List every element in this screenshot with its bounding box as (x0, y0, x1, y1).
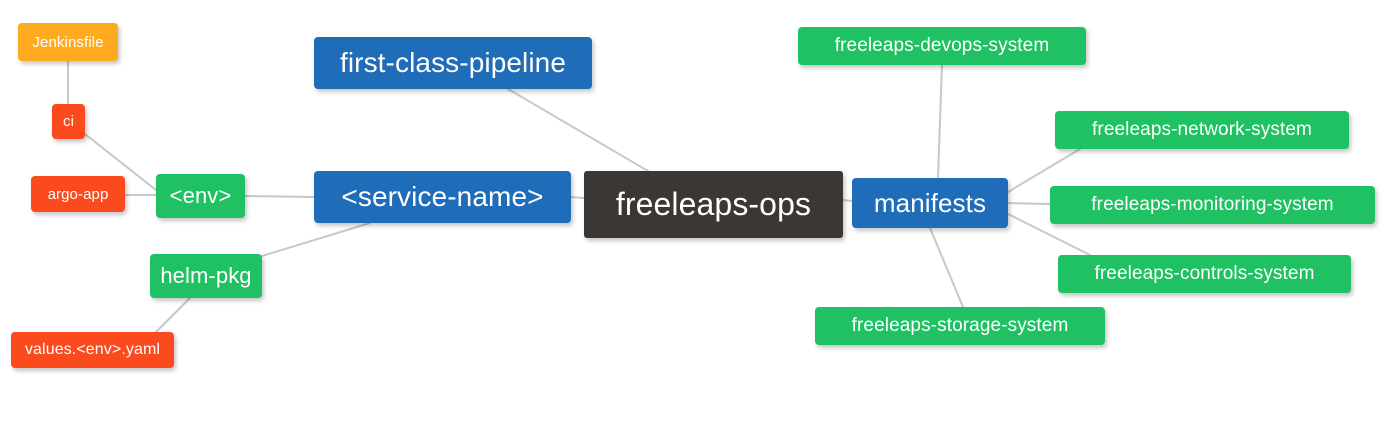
node-devops-sys[interactable]: freeleaps-devops-system (798, 27, 1086, 65)
node-env[interactable]: <env> (156, 174, 245, 218)
node-controls-sys[interactable]: freeleaps-controls-system (1058, 255, 1351, 293)
edge-helm-pkg-to-service-name (261, 222, 371, 257)
edge-ci-to-env (84, 133, 157, 191)
edge-manifests-to-network-sys (1007, 148, 1081, 193)
node-label: values.<env>.yaml (24, 341, 161, 358)
node-network-sys[interactable]: freeleaps-network-system (1055, 111, 1349, 149)
node-service-name[interactable]: <service-name> (314, 171, 571, 223)
edge-values-yaml-to-helm-pkg (155, 297, 191, 333)
node-label: manifests (873, 187, 987, 218)
node-label: freeleaps-ops (615, 186, 812, 222)
node-label: Jenkinsfile (32, 33, 104, 51)
edge-service-name-to-freeleaps-ops (570, 196, 585, 199)
node-label: freeleaps-devops-system (834, 35, 1050, 56)
node-label: ci (62, 113, 75, 130)
node-label: <service-name> (341, 181, 544, 212)
node-label: freeleaps-monitoring-system (1091, 194, 1334, 215)
node-first-class[interactable]: first-class-pipeline (314, 37, 592, 89)
node-values-yaml[interactable]: values.<env>.yaml (11, 332, 174, 368)
node-storage-sys[interactable]: freeleaps-storage-system (815, 307, 1105, 345)
node-jenkinsfile[interactable]: Jenkinsfile (18, 23, 118, 61)
node-freeleaps-ops[interactable]: freeleaps-ops (584, 171, 843, 238)
edge-freeleaps-ops-to-manifests (842, 199, 853, 202)
node-label: argo-app (47, 185, 109, 203)
node-monitoring-sys[interactable]: freeleaps-monitoring-system (1050, 186, 1375, 224)
edge-first-class-to-freeleaps-ops (507, 88, 649, 172)
node-manifests[interactable]: manifests (852, 178, 1008, 228)
edge-env-to-service-name (244, 195, 315, 198)
edge-manifests-to-devops-sys (937, 64, 943, 179)
node-argo-app[interactable]: argo-app (31, 176, 125, 212)
node-label: freeleaps-controls-system (1094, 263, 1315, 284)
node-label: <env> (169, 183, 232, 208)
node-label: freeleaps-network-system (1092, 119, 1312, 140)
node-ci[interactable]: ci (52, 104, 85, 139)
edge-manifests-to-monitoring-sys (1007, 202, 1051, 205)
node-label: helm-pkg (160, 263, 252, 288)
node-helm-pkg[interactable]: helm-pkg (150, 254, 262, 298)
edge-manifests-to-controls-sys (1007, 213, 1091, 256)
node-label: first-class-pipeline (339, 47, 567, 78)
edge-manifests-to-storage-sys (929, 227, 964, 308)
node-label: freeleaps-storage-system (851, 315, 1069, 336)
